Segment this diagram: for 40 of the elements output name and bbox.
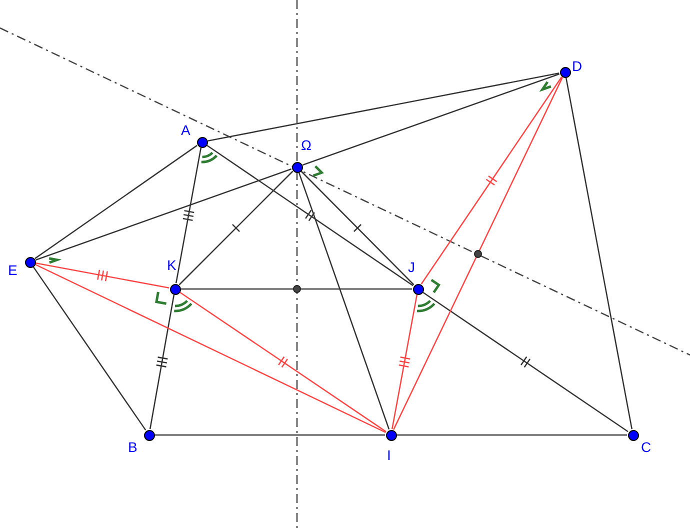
point-label: K: [167, 257, 176, 273]
point-label: Ω: [301, 137, 312, 153]
line-segment: [208, 72, 560, 142]
line-segment: [32, 266, 146, 430]
line-segment: [181, 288, 412, 290]
line-segment: [35, 168, 292, 261]
point: [412, 284, 424, 294]
point: [560, 66, 570, 78]
point: [292, 162, 302, 172]
line-segment: [178, 170, 294, 286]
line-segment: [391, 294, 418, 430]
line-segment: [397, 434, 627, 436]
line-segment: [565, 78, 633, 430]
line-segment: [35, 264, 386, 433]
point: [24, 256, 36, 268]
line-segment: [206, 144, 414, 286]
line-segment: [34, 144, 198, 260]
line-segment: [300, 170, 414, 286]
line-segment: [155, 434, 385, 436]
line-segment: [393, 77, 563, 430]
point-label: C: [641, 439, 652, 455]
line-segment: [180, 292, 386, 432]
point-label: D: [572, 58, 582, 74]
line-segment: [420, 76, 562, 284]
point-label: A: [181, 122, 190, 138]
point: [386, 430, 396, 440]
point: [628, 430, 638, 440]
point: [170, 284, 180, 294]
point-label: E: [8, 262, 18, 278]
line-segment: [36, 262, 170, 289]
point: [144, 430, 154, 440]
line-segment: [298, 172, 390, 430]
line-segment: [149, 294, 175, 430]
line-segment: [422, 292, 628, 432]
point-label: I: [387, 447, 391, 463]
point-label: J: [408, 259, 415, 275]
point: [196, 136, 208, 148]
point-label: B: [128, 439, 138, 455]
line-segment: [302, 73, 560, 166]
line-segment: [175, 148, 202, 284]
